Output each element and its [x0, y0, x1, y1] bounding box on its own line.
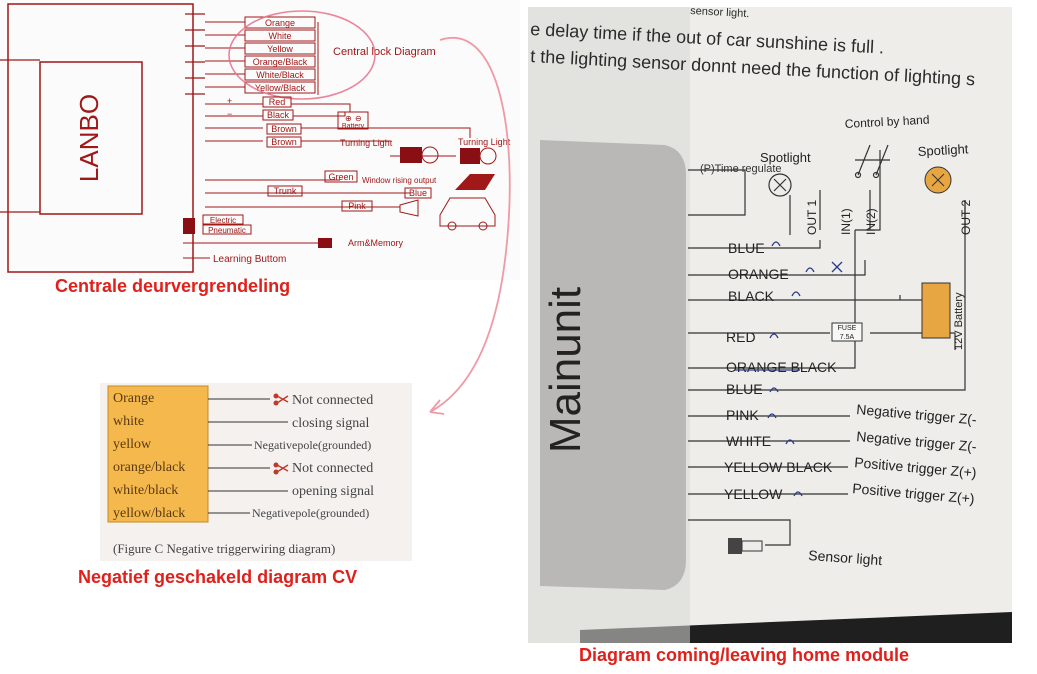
led-icon — [318, 238, 332, 248]
lock-wire-label: Orange/Black — [253, 57, 308, 67]
turning-light-icon — [400, 147, 422, 163]
time-regulate-text: (P)Time regulate — [700, 163, 782, 175]
scissors-icon — [273, 393, 289, 406]
plus-sign: + — [227, 96, 232, 106]
figure-c-wire: orange/black — [113, 460, 185, 475]
mainunit-label: Mainunit — [541, 287, 590, 453]
blue-wire-label: Blue — [409, 188, 427, 198]
battery-plus: ⊕ — [345, 114, 352, 123]
figure-c-diagram: Orange white yellow orange/black white/b… — [100, 383, 412, 561]
out1-label: OUT 1 — [805, 200, 819, 235]
wire-label: ORANGE BLACK — [726, 359, 837, 375]
minus-sign: − — [227, 109, 232, 119]
header-fragment: sensor light. — [690, 5, 750, 20]
caption-module-diagram: Diagram coming/leaving home module — [579, 645, 910, 665]
power-wire-label: Red — [269, 97, 286, 107]
lanbo-wiring-diagram: LANBO Orange White Yellow Orange/Black W… — [0, 0, 520, 280]
figure-c-wire-block — [107, 385, 209, 523]
battery-label: Battery — [342, 123, 365, 130]
out2-label: OUT 2 — [959, 200, 973, 235]
electric-label: Electric — [210, 216, 236, 225]
figure-c-signal: closing signal — [292, 416, 369, 431]
siren-icon — [399, 199, 419, 217]
lock-wire-label: Yellow — [267, 44, 293, 54]
figure-c-signal: Negativepole(grounded) — [252, 506, 369, 520]
wire-label: WHITE — [726, 433, 771, 449]
turning-light-icon — [460, 148, 480, 164]
wire-label: BLACK — [728, 288, 775, 304]
figure-c-wire: yellow — [113, 437, 152, 452]
figure-c-wire: Orange — [113, 391, 154, 406]
wire-label: YELLOW — [724, 486, 783, 502]
mainunit-panel — [540, 140, 686, 590]
time-regulate-label: (P)Time regulate — [700, 163, 782, 175]
figure-c-signal: Not connected — [292, 393, 373, 408]
window-icon — [455, 174, 495, 190]
spotlight-icon — [924, 166, 952, 194]
power-wire-label: Black — [267, 110, 290, 120]
lanbo-brand: LANBO — [74, 94, 104, 182]
lanbo-unit-box — [7, 3, 194, 273]
battery-minus: ⊖ — [355, 114, 362, 123]
module-photo: Mainunit e delay time if the out of car … — [528, 5, 1012, 643]
green-wire-label: Green — [328, 172, 353, 182]
lock-wire-label: White/Black — [256, 70, 304, 80]
power-wire-label: Brown — [271, 137, 297, 147]
arm-memory-label: Arm&Memory — [348, 238, 404, 248]
sensor-light-label: Sensor light — [808, 547, 883, 568]
figure-c-wire: white — [113, 414, 144, 429]
caption-negative-diagram: Negatief geschakeld diagram CV — [78, 567, 358, 587]
caption-central-locking: Centrale deurvergrendeling — [55, 276, 291, 296]
figure-c-wire: white/black — [113, 483, 178, 498]
battery-icon — [921, 282, 951, 339]
figure-c-caption: (Figure C Negative triggerwiring diagram… — [113, 541, 335, 556]
highlight-circle — [228, 10, 376, 100]
switch-icon — [854, 144, 890, 179]
spotlight-label: Spotlight — [917, 141, 969, 159]
sensor-light-icon — [728, 538, 763, 554]
figure-c-signal: Not connected — [292, 461, 373, 476]
wire-label: BLUE — [728, 240, 765, 256]
control-by-hand-label: Control by hand — [844, 113, 929, 131]
central-lock-label: Central lock Diagram — [333, 46, 436, 58]
pneumatic-label: Pneumatic — [208, 226, 246, 235]
fuse-icon — [831, 322, 863, 342]
window-output-label: Window rising output — [362, 176, 437, 185]
pointer-arrow — [429, 37, 511, 413]
lock-wire-label: Yellow/Black — [255, 83, 306, 93]
scissors-icon — [273, 462, 289, 475]
fuse-label: FUSE — [838, 325, 857, 332]
car-icon — [439, 197, 496, 231]
battery-label: 12V Battery — [953, 292, 965, 350]
wire-label: ORANGE — [728, 266, 789, 282]
figure-c-signal: opening signal — [292, 484, 374, 499]
lock-wire-label: Orange — [265, 18, 295, 28]
in2-label: IN(2) — [864, 208, 878, 235]
pen-marks — [735, 241, 843, 497]
pink-wire-label: Pink — [348, 201, 366, 211]
turning-light-label: Turning Light — [458, 137, 511, 147]
in1-label: IN(1) — [839, 208, 853, 235]
power-wire-label: Brown — [271, 124, 297, 134]
wire-label: PINK — [726, 407, 759, 423]
wire-label: BLUE — [726, 381, 763, 397]
learning-button-label: Learning Buttom — [213, 254, 286, 265]
figure-c-signal: Negativepole(grounded) — [254, 438, 371, 452]
turning-light-label: Turning Light — [340, 138, 393, 148]
wire-label: YELLOW BLACK — [724, 459, 833, 475]
wire-label: RED — [726, 329, 756, 345]
spotlight-label: Spotlight — [760, 150, 811, 165]
spotlight-icon — [768, 173, 792, 197]
lock-wire-label: White — [268, 31, 291, 41]
trunk-label: Trunk — [274, 186, 297, 196]
fuse-rating: 7.5A — [840, 334, 855, 341]
figure-c-wire: yellow/black — [113, 506, 185, 521]
